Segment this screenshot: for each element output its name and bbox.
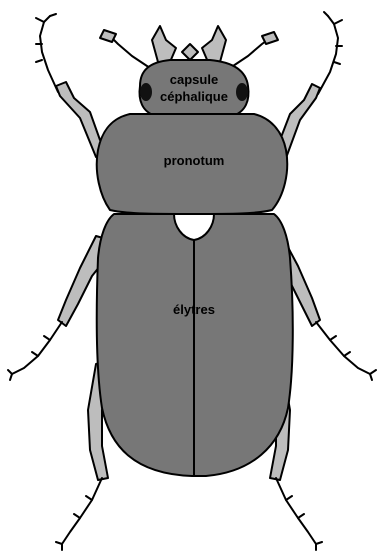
- label-capsule-line2: céphalique: [160, 89, 228, 104]
- label-elytres: élytres: [173, 302, 215, 317]
- label-pronotum: pronotum: [164, 153, 225, 168]
- mandibles: [152, 26, 226, 62]
- left-eye: [140, 83, 152, 101]
- right-eye: [236, 83, 248, 101]
- elytra: élytres: [97, 214, 293, 476]
- label-capsule-line1: capsule: [170, 72, 218, 87]
- head-capsule: capsule céphalique: [140, 60, 249, 116]
- middle-left-leg: [8, 236, 110, 380]
- pronotum: pronotum: [97, 114, 287, 214]
